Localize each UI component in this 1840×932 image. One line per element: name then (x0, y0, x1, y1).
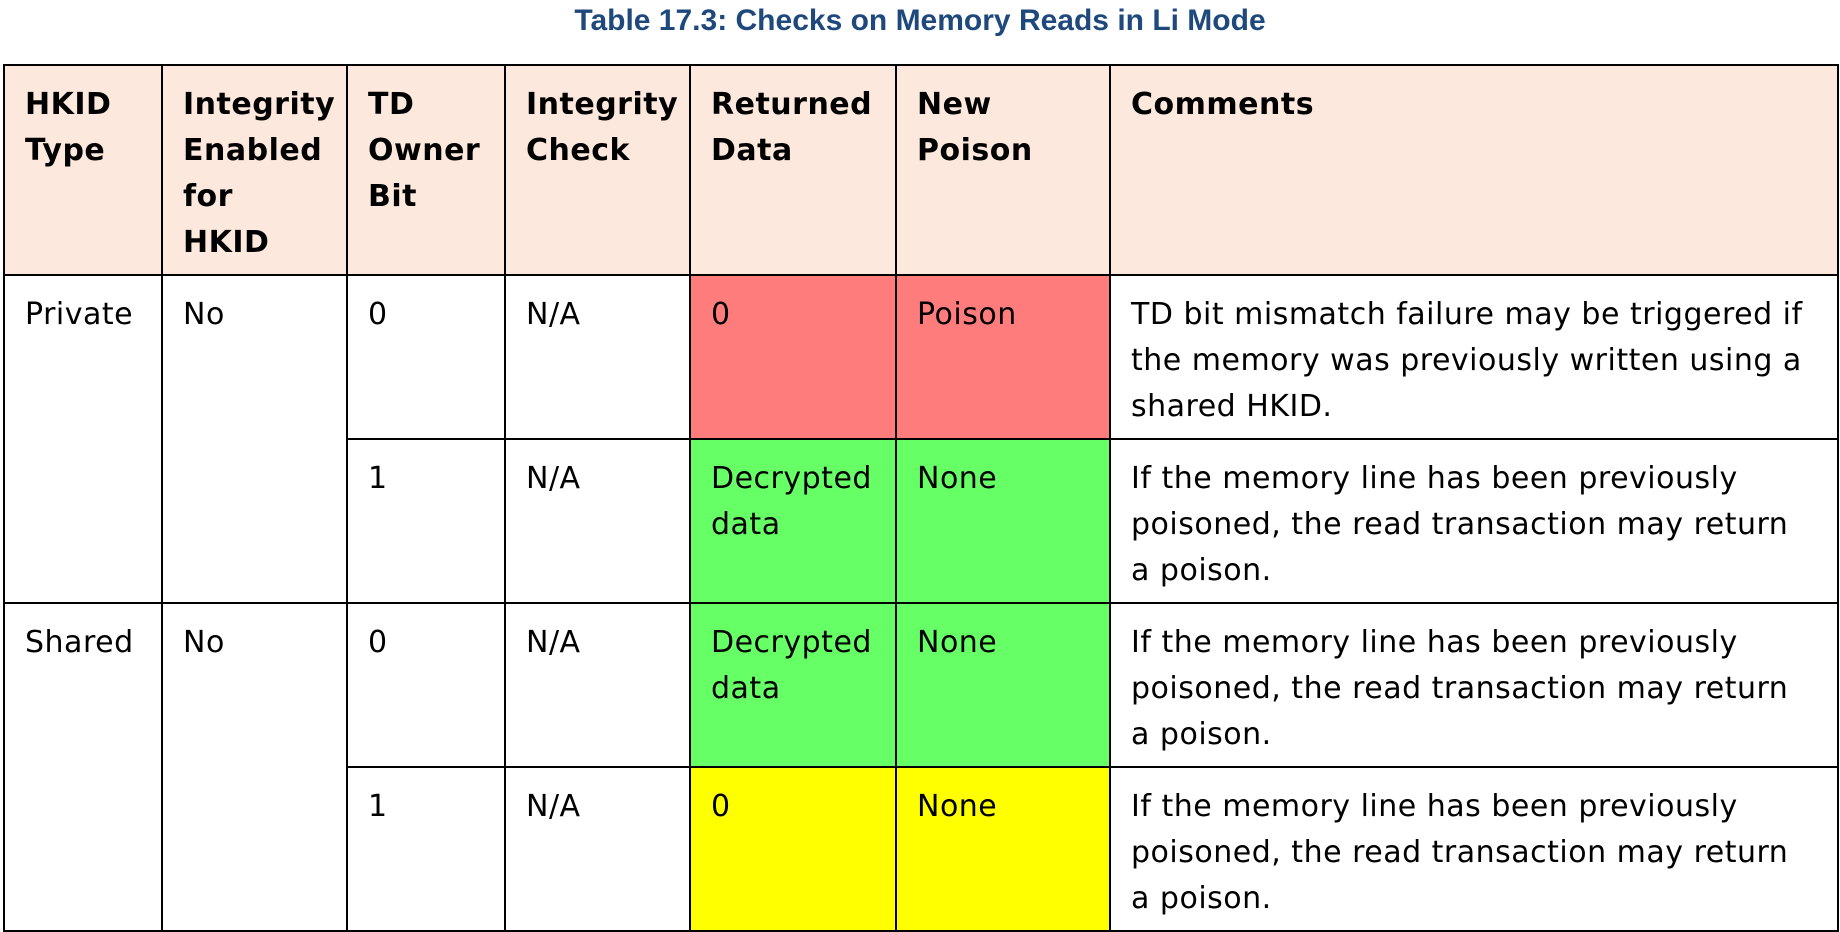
integrity-enabled-cell: No (161, 602, 348, 932)
column-header-integrity-enabled: Integrity Enabled for HKID (161, 64, 348, 276)
comments-cell: If the memory line has been previously p… (1109, 602, 1839, 768)
comments-cell: If the memory line has been previously p… (1109, 766, 1839, 932)
table-caption: Table 17.3: Checks on Memory Reads in Li… (574, 4, 1266, 37)
comments-cell: TD bit mismatch failure may be triggered… (1109, 274, 1839, 440)
new-poison-cell: Poison (895, 274, 1111, 440)
table-header-row: HKID Type Integrity Enabled for HKID TD … (3, 64, 1839, 276)
integrity-check-cell: N/A (504, 766, 691, 932)
column-header-returned-data: Returned Data (689, 64, 897, 276)
new-poison-cell: None (895, 602, 1111, 768)
returned-data-cell: 0 (689, 274, 897, 440)
new-poison-cell: None (895, 766, 1111, 932)
new-poison-cell: None (895, 438, 1111, 604)
integrity-check-cell: N/A (504, 602, 691, 768)
column-header-comments: Comments (1109, 64, 1839, 276)
table-row: Private No 0 N/A 0 Poison TD bit mismatc… (3, 274, 1839, 604)
td-owner-bit-cell: 1 (346, 438, 506, 604)
returned-data-cell: Decrypted data (689, 602, 897, 768)
returned-data-cell: Decrypted data (689, 438, 897, 604)
column-header-hkid-type: HKID Type (3, 64, 163, 276)
table-row: Shared No 0 N/A Decrypted data None If t… (3, 602, 1839, 932)
column-header-new-poison: New Poison (895, 64, 1111, 276)
memory-read-checks-table: HKID Type Integrity Enabled for HKID TD … (3, 64, 1839, 932)
td-owner-bit-cell: 0 (346, 602, 506, 768)
td-owner-bit-cell: 1 (346, 766, 506, 932)
column-header-integrity-check: Integrity Check (504, 64, 691, 276)
table-row: 1 N/A Decrypted data None If the memory … (4, 438, 1839, 604)
td-owner-bit-cell: 0 (346, 274, 506, 440)
integrity-enabled-cell: No (161, 274, 348, 604)
comments-cell: If the memory line has been previously p… (1109, 438, 1839, 604)
integrity-check-cell: N/A (504, 274, 691, 440)
hkid-type-cell: Shared (3, 602, 163, 932)
hkid-type-cell: Private (3, 274, 163, 604)
returned-data-cell: 0 (689, 766, 897, 932)
column-header-td-owner-bit: TD Owner Bit (346, 64, 506, 276)
integrity-check-cell: N/A (504, 438, 691, 604)
